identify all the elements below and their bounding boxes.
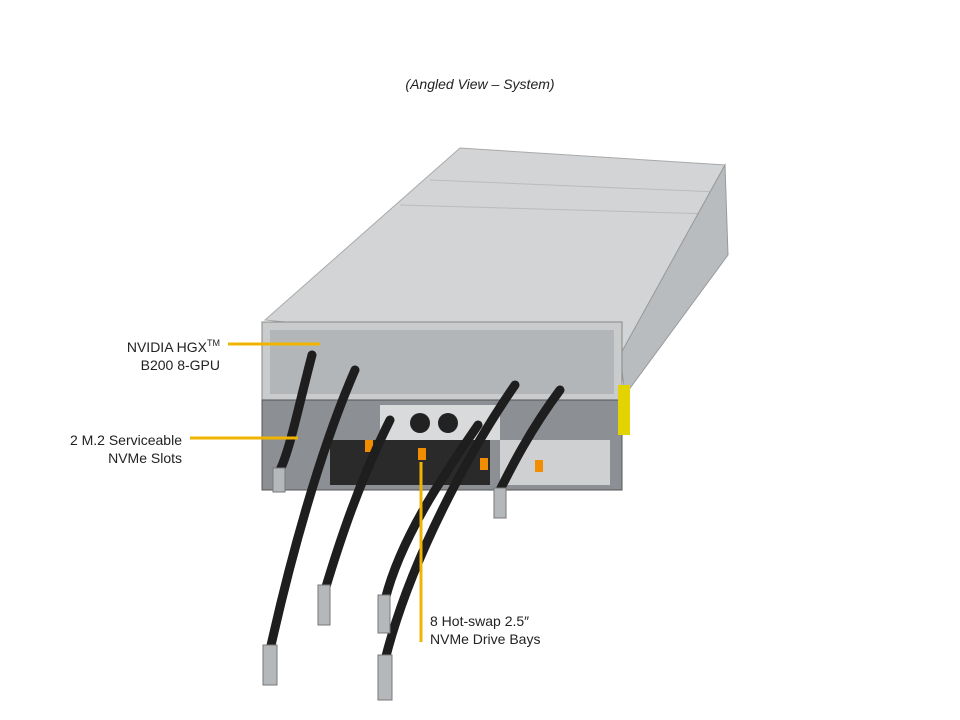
callout-m2: 2 M.2 Serviceable NVMe Slots [70, 431, 182, 467]
callout-drives-line1: 8 Hot-swap 2.5″ [430, 613, 530, 629]
callout-drives-line2: NVMe Drive Bays [430, 631, 541, 647]
liquid-cooling-hoses [265, 350, 565, 665]
callout-gpu-line2: B200 8-GPU [140, 357, 220, 373]
callout-gpu: NVIDIA HGXTM B200 8-GPU [127, 334, 220, 374]
callout-gpu-line1: NVIDIA HGX [126, 339, 207, 355]
chassis-side [619, 163, 729, 397]
trademark: TM [207, 338, 220, 348]
callout-drives: 8 Hot-swap 2.5″ NVMe Drive Bays [430, 612, 540, 648]
hose-connectors [262, 467, 507, 701]
callout-m2-line1: 2 M.2 Serviceable [69, 432, 182, 448]
view-caption: (Angled View – System) [405, 76, 555, 92]
callout-m2-line2: NVMe Slots [108, 450, 182, 466]
